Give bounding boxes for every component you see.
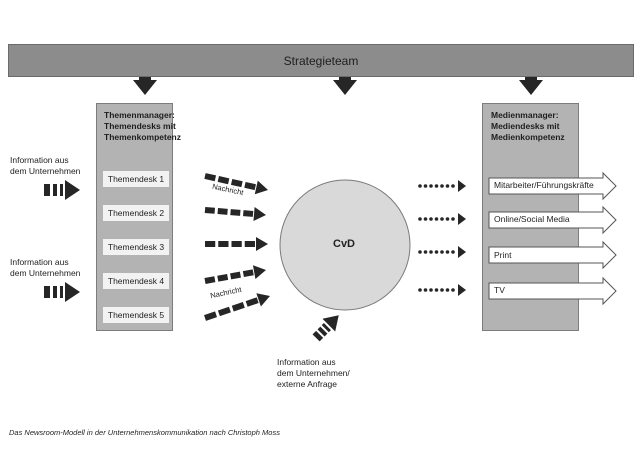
output-arrow-2 (488, 205, 617, 235)
title-line: Themenmanager: (104, 110, 175, 120)
dotted-arrow-3 (418, 246, 466, 258)
media-manager-title: Medienmanager: Mediendesks mit Medienkom… (491, 110, 565, 143)
message-arrow-5 (204, 293, 271, 321)
message-arrow-2 (204, 207, 266, 221)
text-line: dem Unternehmen/ (277, 368, 350, 378)
theme-desk-1[interactable]: Themendesk 1 (103, 171, 169, 187)
channel-online-social[interactable]: Online/Social Media (494, 214, 570, 224)
output-arrow-4 (488, 276, 617, 306)
message-arrow-4 (204, 265, 266, 284)
channel-print[interactable]: Print (494, 250, 512, 260)
text-line: Information aus (10, 257, 69, 267)
channel-employees[interactable]: Mitarbeiter/Führungskräfte (494, 180, 594, 190)
input-label-external: Information aus dem Unternehmen/ externe… (277, 357, 350, 390)
title-line: Medienkompetenz (491, 132, 565, 142)
input-arrow-bottom (44, 282, 80, 302)
cvd-label: CvD (333, 238, 356, 250)
message-arrow-1 (204, 173, 269, 195)
title-line: Themendesks mit (104, 121, 176, 131)
text-line: Information aus (277, 357, 336, 367)
title-line: Themenkompetenz (104, 132, 181, 142)
theme-desk-3[interactable]: Themendesk 3 (103, 239, 169, 255)
theme-desk-4[interactable]: Themendesk 4 (103, 273, 169, 289)
text-line: Information aus (10, 155, 69, 165)
text-line: externe Anfrage (277, 379, 338, 389)
dotted-arrow-2 (418, 213, 466, 225)
text-line: dem Unternehmen (10, 268, 81, 278)
message-arrow-3 (205, 237, 268, 251)
theme-manager-title: Themenmanager: Themendesks mit Themenkom… (104, 110, 181, 143)
theme-manager-panel: Themenmanager: Themendesks mit Themenkom… (96, 103, 181, 331)
dotted-arrow-4 (418, 284, 466, 296)
title-line: Mediendesks mit (491, 121, 560, 131)
input-arrow-top (44, 180, 80, 200)
strategy-team-label: Strategieteam (283, 53, 359, 68)
strategy-team-banner: Strategieteam (8, 44, 634, 77)
text-line: dem Unternehmen (10, 166, 81, 176)
figure-caption: Das Newsroom-Modell in der Unternehmensk… (9, 428, 280, 437)
input-label-bottom: Information aus dem Unternehmen (10, 257, 80, 279)
output-arrow-1 (488, 171, 617, 201)
input-label-top: Information aus dem Unternehmen (10, 155, 80, 177)
title-line: Medienmanager: (491, 110, 559, 120)
theme-desk-2[interactable]: Themendesk 2 (103, 205, 169, 221)
channel-tv[interactable]: TV (494, 285, 505, 295)
external-input-arrow (312, 315, 339, 342)
output-arrow-3 (488, 240, 617, 270)
dotted-arrow-1 (418, 180, 466, 192)
theme-desk-5[interactable]: Themendesk 5 (103, 307, 169, 323)
cvd-circle (279, 179, 411, 311)
